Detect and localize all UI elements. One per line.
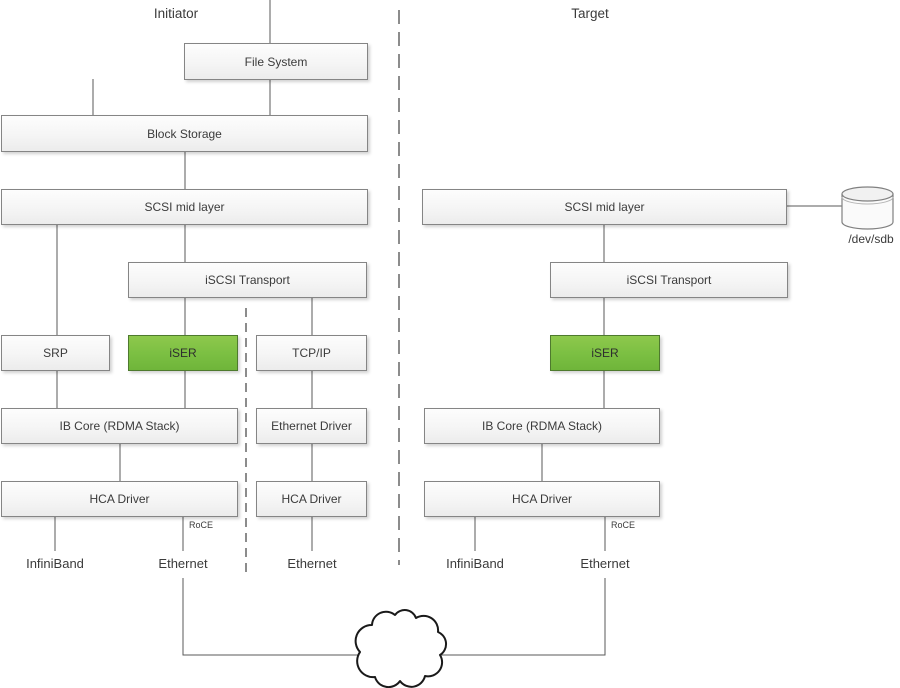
- box-file-system: File System: [184, 43, 368, 80]
- label-ethernet-tcp: Ethernet: [287, 556, 337, 571]
- label-ethernet-target: Ethernet: [580, 556, 630, 571]
- initiator-title: Initiator: [153, 6, 199, 21]
- box-scsi-mid-layer-initiator: SCSI mid layer: [1, 189, 368, 225]
- disk-cylinder-icon: [841, 186, 894, 230]
- target-title: Target: [571, 6, 609, 21]
- box-srp: SRP: [1, 335, 110, 371]
- label-ethernet-rdma-initiator: Ethernet: [158, 556, 208, 571]
- box-ib-core-target: IB Core (RDMA Stack): [424, 408, 660, 444]
- label-roce-initiator: RoCE: [189, 520, 214, 530]
- network-cloud-icon: [354, 609, 447, 688]
- box-tcp-ip: TCP/IP: [256, 335, 367, 371]
- label-roce-target: RoCE: [611, 520, 636, 530]
- box-iser-initiator: iSER: [128, 335, 238, 371]
- box-iscsi-transport-initiator: iSCSI Transport: [128, 262, 367, 298]
- box-iser-target: iSER: [550, 335, 660, 371]
- label-dev-sdb: /dev/sdb: [848, 232, 894, 246]
- box-scsi-mid-layer-target: SCSI mid layer: [422, 189, 787, 225]
- box-ethernet-driver: Ethernet Driver: [256, 408, 367, 444]
- box-hca-driver-target: HCA Driver: [424, 481, 660, 517]
- box-block-storage: Block Storage: [1, 115, 368, 152]
- connector-lines: [54, 0, 842, 656]
- box-hca-driver-initiator: HCA Driver: [1, 481, 238, 517]
- label-infiniband-initiator: InfiniBand: [26, 556, 84, 571]
- label-infiniband-target: InfiniBand: [446, 556, 504, 571]
- box-ib-core-initiator: IB Core (RDMA Stack): [1, 408, 238, 444]
- box-hca-driver-middle: HCA Driver: [256, 481, 367, 517]
- box-iscsi-transport-target: iSCSI Transport: [550, 262, 788, 298]
